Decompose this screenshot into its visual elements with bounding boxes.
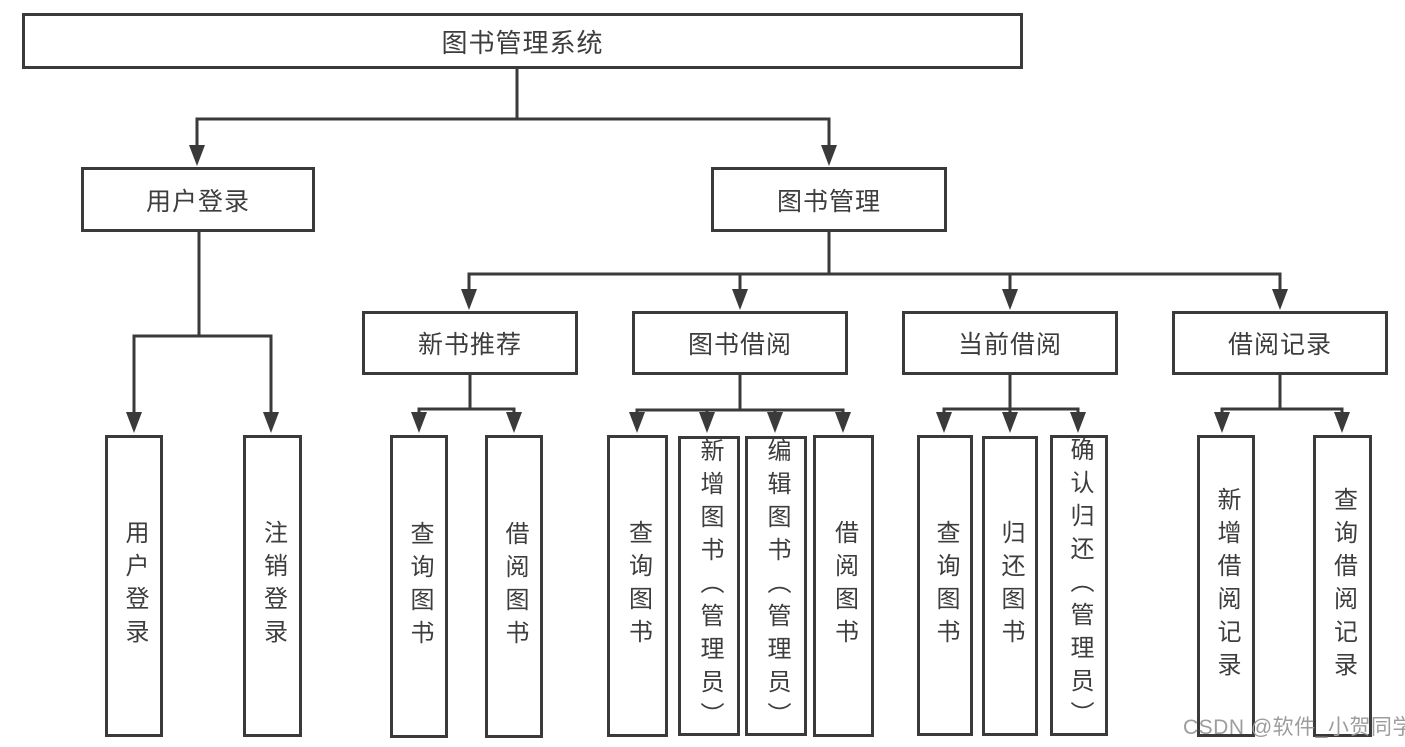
- leaf-logout: 注销登录: [243, 435, 302, 737]
- connector-book-mgmt: [467, 232, 1282, 294]
- leaf-cb-confirm-return: 确认归还（管理员）: [1050, 435, 1108, 736]
- leaf-br-add-record: 新增借阅记录: [1197, 435, 1255, 737]
- leaf-user-login: 用户登录: [105, 435, 163, 737]
- leaf-bb-add-books: 新增图书（管理员）: [678, 436, 740, 736]
- node-current-borrow-label: 当前借阅: [957, 331, 1062, 359]
- leaf-nbr-query-books: 查询图书: [390, 435, 448, 738]
- node-new-book-rec: 新书推荐: [362, 311, 578, 375]
- leaf-nbr-query-books-label: 查询图书: [406, 520, 433, 653]
- leaf-cb-return-books-label: 归还图书: [997, 520, 1024, 652]
- node-book-borrow: 图书借阅: [632, 311, 848, 375]
- leaf-bb-borrow-books: 借阅图书: [813, 435, 874, 737]
- leaf-bb-add-books-label: 新增图书（管理员）: [696, 437, 723, 735]
- leaf-bb-query-books-label: 查询图书: [624, 520, 652, 652]
- leaf-nbr-borrow-books: 借阅图书: [485, 435, 543, 738]
- leaf-bb-borrow-books-label: 借阅图书: [830, 520, 858, 652]
- leaf-cb-query-books: 查询图书: [917, 435, 973, 736]
- leaf-br-query-record: 查询借阅记录: [1313, 435, 1372, 737]
- node-new-book-rec-label: 新书推荐: [417, 331, 522, 359]
- node-borrow-records-label: 借阅记录: [1227, 331, 1332, 359]
- leaf-bb-edit-books: 编辑图书（管理员）: [745, 436, 807, 736]
- leaf-logout-label: 注销登录: [259, 520, 287, 652]
- leaf-br-query-record-label: 查询借阅记录: [1329, 487, 1357, 685]
- csdn-watermark: CSDN @软件_小贺同学: [1183, 716, 1405, 739]
- connector-current-borrow: [942, 375, 1080, 417]
- node-user-login: 用户登录: [81, 167, 315, 232]
- leaf-bb-query-books: 查询图书: [607, 435, 668, 737]
- connector-borrow-records: [1220, 375, 1344, 417]
- leaf-br-add-record-label: 新增借阅记录: [1213, 487, 1240, 685]
- node-root: 图书管理系统: [22, 13, 1023, 69]
- node-current-borrow: 当前借阅: [902, 311, 1118, 375]
- node-book-mgmt: 图书管理: [711, 167, 947, 232]
- arrowheads: [126, 145, 1350, 433]
- leaf-bb-edit-books-label: 编辑图书（管理员）: [763, 437, 790, 735]
- node-book-mgmt-label: 图书管理: [776, 187, 881, 216]
- leaf-user-login-label: 用户登录: [121, 520, 148, 652]
- connector-new-book-rec: [417, 375, 516, 417]
- leaf-nbr-borrow-books-label: 借阅图书: [501, 520, 528, 653]
- node-book-borrow-label: 图书借阅: [687, 331, 792, 359]
- connector-root: [195, 69, 831, 150]
- leaf-cb-return-books: 归还图书: [982, 436, 1038, 736]
- connector-user-login: [132, 232, 273, 417]
- node-user-login-label: 用户登录: [145, 187, 250, 216]
- leaf-cb-confirm-return-label: 确认归还（管理员）: [1066, 437, 1093, 734]
- node-root-label: 图书管理系统: [441, 27, 604, 58]
- leaf-cb-query-books-label: 查询图书: [932, 519, 959, 652]
- connector-book-borrow: [635, 375, 845, 417]
- node-borrow-records: 借阅记录: [1172, 311, 1388, 375]
